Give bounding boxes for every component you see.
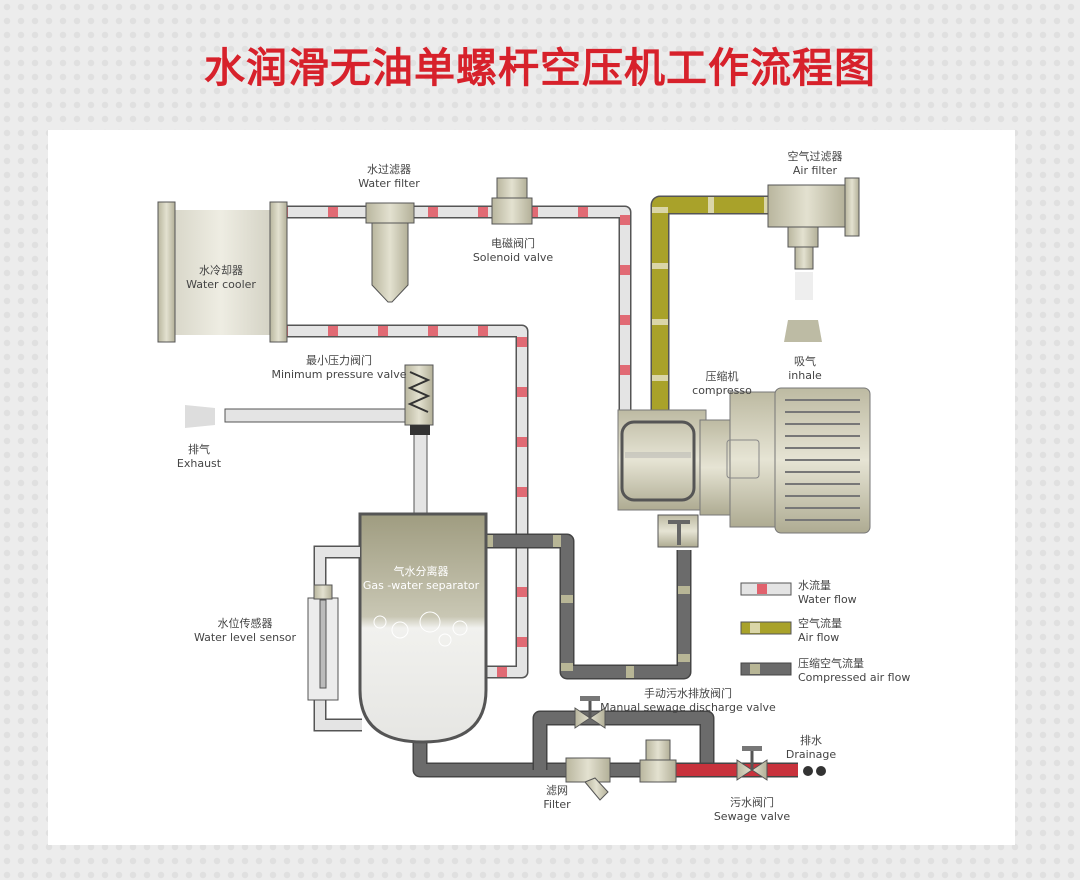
water-filter-label-en: Water filter	[358, 177, 420, 190]
sewage-valve-label-zh: 污水阀门	[730, 795, 774, 809]
manual-valve-label-zh: 手动污水排放阀门	[644, 686, 732, 700]
gas-water-separator[interactable]	[358, 512, 488, 744]
drainage-label-zh: 排水	[800, 733, 822, 747]
inhale-icon	[784, 320, 822, 342]
sensor-label-zh: 水位传感器	[218, 616, 273, 630]
sensor-label-en: Water level sensor	[194, 631, 297, 644]
separator-label-en: Gas -water separator	[363, 579, 480, 592]
water-pipe-bottom	[278, 324, 529, 679]
svg-text:Compressed air flow: Compressed air flow	[798, 671, 910, 684]
drainage-label-en: Drainage	[786, 748, 836, 761]
legend-item-water-flow: 水流量 Water flow	[740, 578, 857, 606]
water-level-sensor[interactable]	[307, 545, 362, 732]
drain-drop-2	[816, 766, 826, 776]
water-pipe-top	[278, 205, 632, 412]
sewage-valve[interactable]	[736, 746, 768, 781]
exhaust-pipe	[224, 408, 428, 516]
manual-sewage-valve[interactable]	[574, 696, 606, 729]
exhaust-label-en: Exhaust	[177, 457, 222, 470]
mpv-label-en: Minimum pressure valve	[271, 368, 406, 381]
water-cooler[interactable]	[157, 201, 288, 343]
page-title: 水润滑无油单螺杆空压机工作流程图	[204, 44, 876, 92]
cooler-label-zh: 水冷却器	[199, 264, 243, 277]
drain-solenoid[interactable]	[639, 739, 677, 783]
air-filter-label-zh: 空气过滤器	[788, 149, 843, 163]
solenoid-label-zh: 电磁阀门	[491, 236, 535, 250]
drain-drop-1	[803, 766, 813, 776]
svg-text:水流量: 水流量	[798, 578, 831, 592]
air-filter[interactable]	[767, 177, 860, 342]
separator-label-zh: 气水分离器	[394, 564, 449, 578]
svg-text:Water flow: Water flow	[798, 593, 857, 606]
minimum-pressure-valve[interactable]	[404, 364, 434, 435]
solenoid-valve[interactable]	[491, 177, 533, 225]
filter-label-zh: 滤网	[546, 784, 568, 797]
water-filter-label-zh: 水过滤器	[367, 163, 411, 176]
svg-text:Air flow: Air flow	[798, 631, 839, 644]
exhaust-plume	[185, 405, 215, 428]
mpv-label-zh: 最小压力阀门	[306, 353, 372, 367]
svg-text:压缩空气流量: 压缩空气流量	[798, 656, 864, 670]
compressor-label-zh: 压缩机	[706, 369, 739, 383]
legend: 水流量 Water flow 空气流量 Air flow 压缩空气流量 Comp…	[740, 578, 910, 684]
filter-strainer[interactable]	[565, 757, 611, 801]
exhaust-label-zh: 排气	[188, 442, 210, 456]
solenoid-label-en: Solenoid valve	[473, 251, 554, 264]
filter-label-en: Filter	[543, 798, 571, 811]
svg-text:空气流量: 空气流量	[798, 616, 842, 630]
inhale-label-en: inhale	[788, 369, 822, 382]
sewage-valve-label-en: Sewage valve	[714, 810, 791, 823]
compressor[interactable]	[617, 387, 871, 548]
legend-item-compressed-air-flow: 压缩空气流量 Compressed air flow	[740, 656, 910, 684]
cooler-label-en: Water cooler	[186, 278, 256, 291]
legend-item-air-flow: 空气流量 Air flow	[740, 616, 842, 644]
air-filter-label-en: Air filter	[793, 164, 838, 177]
compressor-label-en: compresso	[692, 384, 752, 397]
air-pipe	[650, 195, 770, 412]
inhale-label-zh: 吸气	[794, 354, 816, 368]
water-filter[interactable]	[365, 202, 415, 303]
manual-valve-label-en: Manual sewage discharge valve	[600, 701, 776, 714]
